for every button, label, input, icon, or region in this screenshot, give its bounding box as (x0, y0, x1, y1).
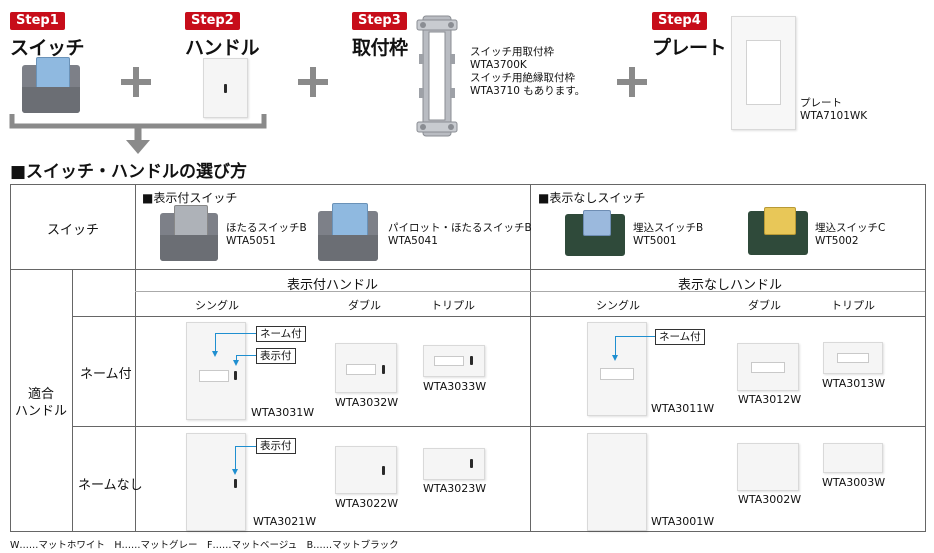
step1-title: スイッチ (10, 37, 85, 59)
code-wta3003w: WTA3003W (822, 476, 886, 489)
callout-name-2: ネーム付 (655, 329, 705, 345)
handle-wta3002w (737, 443, 799, 491)
handle-wta3031w (186, 322, 246, 420)
code-wta3013w: WTA3013W (822, 377, 886, 390)
step2-badge: Step2 (185, 12, 240, 30)
size-double-1: ダブル (348, 299, 381, 312)
switch-wta5041-image (318, 203, 380, 263)
step2-handle-image (203, 58, 248, 118)
section-title: ■スイッチ・ハンドルの選び方 (10, 162, 248, 182)
callout-indicator: 表示付 (256, 348, 296, 364)
handle-wta3003w (823, 443, 883, 473)
switch-row-label: スイッチ (47, 223, 100, 238)
without-indicator-switch-header: ■表示なしスイッチ (538, 191, 646, 205)
switch-wt5001-label: 埋込スイッチB WT5001 (633, 222, 704, 247)
with-indicator-switch-header: ■表示付スイッチ (142, 191, 238, 205)
handle-row-label: 適合 ハンドル (14, 387, 67, 419)
plus-icon-3 (617, 67, 647, 97)
code-wta3011w: WTA3011W (651, 402, 715, 415)
handle-wta3012w (737, 343, 799, 391)
row-label-with-name: ネーム付 (80, 367, 132, 382)
step1-switch-image (22, 57, 84, 115)
step4-title: プレート (652, 37, 727, 59)
plus-icon-2 (298, 67, 328, 97)
step1-badge: Step1 (10, 12, 65, 30)
handle-wta3032w (335, 343, 397, 393)
handle-wta3021w (186, 433, 246, 531)
switch-wt5001-image (565, 210, 627, 256)
mounting-frame-image (416, 15, 458, 137)
color-legend-footer: W……マットホワイト H……マットグレー F……マットベージュ B……マットブラ… (10, 540, 399, 551)
handle-wta3001w (587, 433, 647, 531)
frame-note: スイッチ用取付枠 WTA3700K スイッチ用絶縁取付枠 WTA3710 もあり… (470, 46, 586, 97)
switch-wta5041-label: パイロット・ほたるスイッチB WTA5041 (388, 222, 532, 247)
group-indicator-handle: 表示付ハンドル (287, 278, 379, 293)
row-label-without-name: ネームなし (78, 478, 143, 493)
plate-note: プレート WTA7101WK (800, 97, 868, 122)
size-double-2: ダブル (748, 299, 781, 312)
plus-icon-1 (121, 67, 151, 97)
switch-wta5051-image (160, 205, 220, 263)
handle-wta3023w (423, 448, 485, 480)
code-wta3012w: WTA3012W (738, 393, 802, 406)
code-wta3023w: WTA3023W (423, 482, 487, 495)
handle-wta3033w (423, 345, 485, 377)
step4-badge: Step4 (652, 12, 707, 30)
code-wta3002w: WTA3002W (738, 493, 802, 506)
callout-name: ネーム付 (256, 326, 306, 342)
handle-wta3013w (823, 342, 883, 374)
plate-image (731, 16, 796, 130)
size-triple-2: トリプル (831, 299, 875, 312)
code-wta3031w: WTA3031W (251, 406, 315, 419)
group-no-indicator-handle: 表示なしハンドル (678, 278, 783, 293)
step3-title: 取付枠 (352, 37, 408, 59)
size-single-1: シングル (195, 299, 239, 312)
handle-wta3011w (587, 322, 647, 416)
code-wta3033w: WTA3033W (423, 380, 487, 393)
step3-badge: Step3 (352, 12, 407, 30)
code-wta3032w: WTA3032W (335, 396, 399, 409)
switch-wta5051-label: ほたるスイッチB WTA5051 (226, 222, 307, 247)
handle-wta3022w (335, 446, 397, 494)
code-wta3022w: WTA3022W (335, 497, 399, 510)
code-wta3021w: WTA3021W (253, 515, 317, 528)
callout-indicator-2: 表示付 (256, 438, 296, 454)
code-wta3001w: WTA3001W (651, 515, 715, 528)
size-triple-1: トリプル (431, 299, 475, 312)
switch-wt5002-image (748, 207, 810, 255)
combine-bracket (9, 114, 267, 154)
size-single-2: シングル (596, 299, 640, 312)
switch-wt5002-label: 埋込スイッチC WT5002 (815, 222, 886, 247)
step2-title: ハンドル (185, 37, 260, 59)
